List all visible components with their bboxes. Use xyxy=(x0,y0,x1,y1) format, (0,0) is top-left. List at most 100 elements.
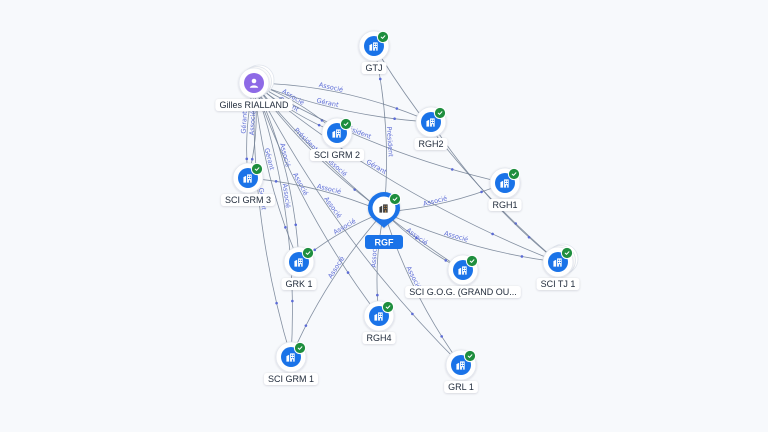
node-sgrm1[interactable]: SCI GRM 1 xyxy=(263,341,319,385)
edge-label: Associé xyxy=(281,183,292,208)
verified-badge xyxy=(465,254,479,268)
node-label-bg xyxy=(220,194,276,206)
edge-label: Associé xyxy=(422,194,448,208)
edge-label: Associé xyxy=(326,255,346,280)
edge-arrow xyxy=(411,312,414,316)
node-label: RGH2 xyxy=(418,139,443,149)
node-label-bg xyxy=(281,278,317,290)
node-label-pill: SCI GRM 2 xyxy=(309,149,365,161)
edge-label: Associé xyxy=(278,142,292,168)
node-label-pill: GTJ xyxy=(361,62,387,74)
node-label: SCI G.O.G. (GRAND OU... xyxy=(409,287,517,297)
edge-label: Gérant xyxy=(316,97,340,110)
node-label-pill: RGH2 xyxy=(414,138,448,150)
node-label-pill: SCI GRM 3 xyxy=(220,194,276,206)
node-label-bg xyxy=(444,381,478,393)
edge-arrow xyxy=(393,117,396,121)
node-rgh1[interactable]: RGH1 xyxy=(488,167,522,211)
node-label: SCI TJ 1 xyxy=(541,279,576,289)
node-label: Gilles RIALLAND xyxy=(219,100,289,110)
edge-line xyxy=(253,82,432,123)
edge-line xyxy=(376,211,385,317)
node-label-pill: SCI G.O.G. (GRAND OU... xyxy=(405,286,521,298)
node-sgog[interactable]: SCI G.O.G. (GRAND OU... xyxy=(405,254,521,298)
edge-label: Associé xyxy=(370,243,379,268)
verified-badge xyxy=(388,192,402,206)
center-pin[interactable]: RGF xyxy=(365,192,403,249)
node-stj1[interactable]: SCI TJ 1 xyxy=(536,243,580,290)
verified-badge xyxy=(250,162,264,176)
edge-label: Gérant xyxy=(365,158,389,176)
edge-arrow xyxy=(317,123,321,127)
edge-arrow xyxy=(245,157,249,161)
verified-badge xyxy=(463,349,477,363)
node-label-bg xyxy=(414,138,448,150)
verified-badge xyxy=(381,300,395,314)
edge-arrow xyxy=(291,299,294,303)
edge-label: Associé xyxy=(322,195,343,220)
node-grk1[interactable]: GRK 1 xyxy=(281,246,317,290)
node-label-bg xyxy=(215,99,293,111)
edge-label: Associé xyxy=(332,217,357,236)
node-rgh2[interactable]: RGH2 xyxy=(414,106,448,150)
edge-arrow xyxy=(313,248,317,252)
edge-line xyxy=(253,82,292,358)
center-node[interactable]: RGF xyxy=(365,192,403,249)
node-label-pill: GRL 1 xyxy=(444,381,478,393)
edge-line xyxy=(253,82,559,263)
node-sgrm2[interactable]: SCI GRM 2 xyxy=(309,117,365,161)
edge-line xyxy=(253,82,293,358)
node-label: RGH4 xyxy=(366,333,391,343)
edge-arrow xyxy=(527,235,531,239)
edge-arrow xyxy=(346,271,350,274)
edge-line xyxy=(373,45,559,263)
node-label-pill: RGH4 xyxy=(362,332,396,344)
verified-badge xyxy=(301,246,315,260)
edge-label: Président xyxy=(385,126,395,157)
verified-badge xyxy=(376,30,390,44)
edge-arrow xyxy=(444,259,448,262)
node-label-pill: RGH1 xyxy=(488,199,522,211)
edge-arrow xyxy=(294,223,298,227)
node-label: GTJ xyxy=(366,63,383,73)
edge-label: Associé xyxy=(248,110,258,135)
node-rgh4[interactable]: RGH4 xyxy=(362,300,396,344)
edge-label: Associé xyxy=(316,182,342,196)
verified-badge xyxy=(339,117,353,131)
node-label: SCI GRM 2 xyxy=(314,150,360,160)
edge-arrow xyxy=(274,180,278,183)
edge-line xyxy=(253,82,380,317)
node-label: SCI GRM 3 xyxy=(225,195,271,205)
node-gtj[interactable]: GTJ xyxy=(358,30,390,74)
node-label-bg xyxy=(536,278,580,290)
edge-arrow xyxy=(440,335,443,338)
node-label-bg xyxy=(362,332,396,344)
node-grl1[interactable]: GRL 1 xyxy=(444,349,478,393)
node-label: SCI GRM 1 xyxy=(268,374,314,384)
node-label-pill: GRK 1 xyxy=(281,278,317,290)
node-gr[interactable]: Gilles RIALLAND xyxy=(215,64,293,111)
node-sgrm3[interactable]: SCI GRM 3 xyxy=(220,162,276,206)
node-label-pill: Gilles RIALLAND xyxy=(215,99,293,111)
center-label-bg xyxy=(365,235,403,249)
edge-arrow xyxy=(415,236,418,240)
verified-badge xyxy=(293,341,307,355)
node-label-bg xyxy=(488,199,522,211)
edge: Associé xyxy=(383,182,506,213)
edge-arrow xyxy=(378,77,382,81)
edge-arrow xyxy=(275,301,278,305)
edge-line xyxy=(253,82,432,123)
edge xyxy=(373,45,559,263)
edge-arrow xyxy=(480,190,483,194)
edge-arrow xyxy=(520,255,524,258)
edge-arrow xyxy=(284,226,287,229)
edge-line xyxy=(290,211,385,358)
node-label-pill: SCI GRM 1 xyxy=(263,373,319,385)
edge-arrow xyxy=(395,107,399,110)
verified-badge xyxy=(560,246,574,260)
node-label: GRL 1 xyxy=(448,382,474,392)
edge-arrow xyxy=(491,232,494,236)
verified-badge xyxy=(433,106,447,120)
